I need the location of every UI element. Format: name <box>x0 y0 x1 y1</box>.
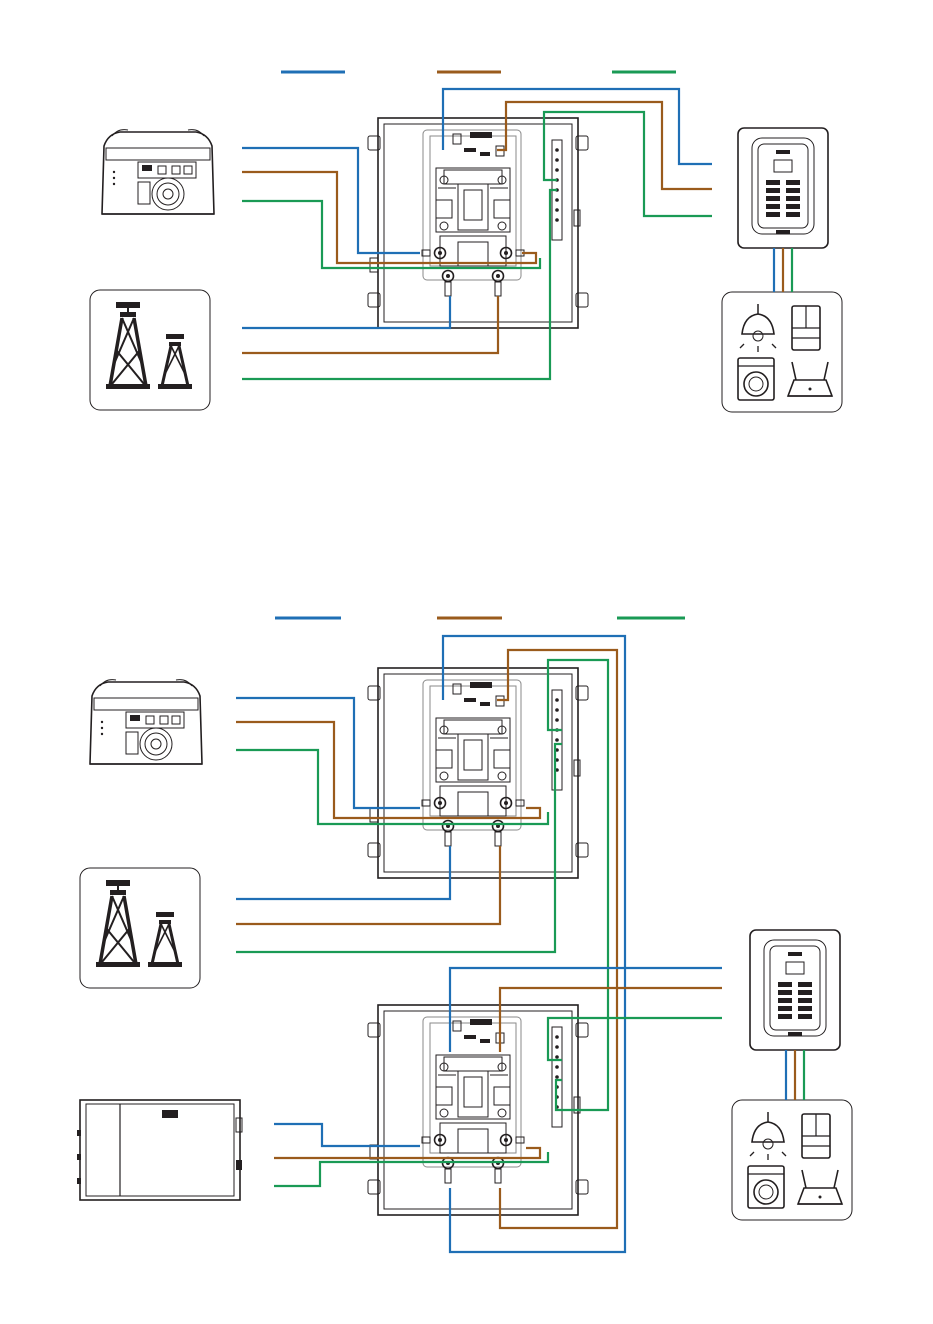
portable-generator-icon <box>102 130 214 214</box>
power-station-icon <box>77 1100 242 1200</box>
utility-tower-icon <box>80 868 200 988</box>
portable-generator-icon <box>90 680 202 764</box>
breaker-panel-icon <box>738 128 828 248</box>
household-appliances-icon <box>732 1100 852 1220</box>
household-appliances-icon <box>722 292 842 412</box>
transfer-switch-icon <box>368 118 588 328</box>
utility-tower-icon <box>90 290 210 410</box>
diagram-dual-switch <box>77 618 852 1252</box>
diagram-single-switch <box>90 72 842 412</box>
breaker-panel-icon <box>750 930 840 1050</box>
